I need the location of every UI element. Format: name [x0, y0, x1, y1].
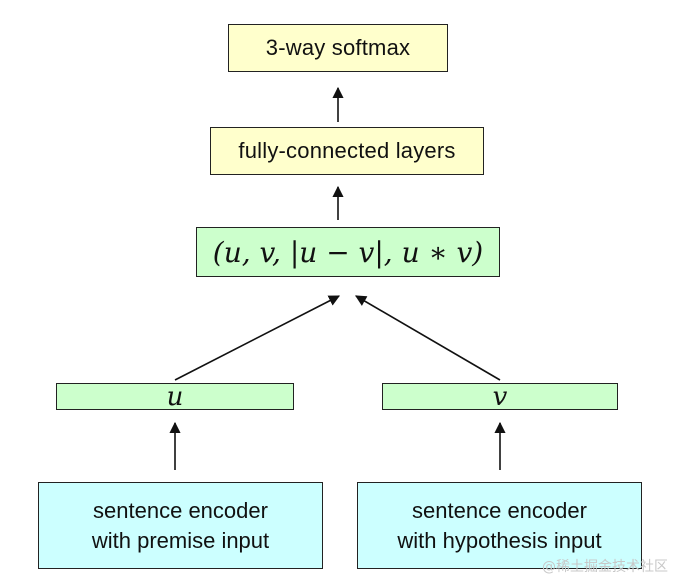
premise-encoder-line2: with premise input: [91, 527, 270, 553]
fully-connected-box: fully-connected layers: [210, 127, 484, 175]
softmax-box: 3-way softmax: [228, 24, 448, 72]
premise-encoder-box: sentence encoder with premise input: [38, 482, 323, 569]
combine-features-label: (u, v, |u − v|, u ∗ v): [212, 235, 484, 269]
combine-features-box: (u, v, |u − v|, u ∗ v): [196, 227, 500, 277]
softmax-label: 3-way softmax: [265, 35, 411, 60]
fully-connected-label: fully-connected layers: [238, 138, 456, 163]
u-vector-box: u: [56, 381, 294, 412]
hypothesis-encoder-line2: with hypothesis input: [397, 527, 602, 553]
hypothesis-encoder-box: sentence encoder with hypothesis input: [357, 482, 642, 569]
v-vector-label: v: [492, 381, 508, 412]
arrow-u-to-combine: [174, 295, 340, 381]
hypothesis-encoder-line1: sentence encoder: [412, 497, 587, 523]
premise-encoder-line1: sentence encoder: [93, 497, 268, 523]
arrow-v-to-combine: [355, 295, 501, 381]
v-vector-box: v: [382, 381, 618, 412]
u-vector-label: u: [166, 381, 184, 412]
watermark-text: @稀土掘金技术社区: [542, 559, 668, 575]
